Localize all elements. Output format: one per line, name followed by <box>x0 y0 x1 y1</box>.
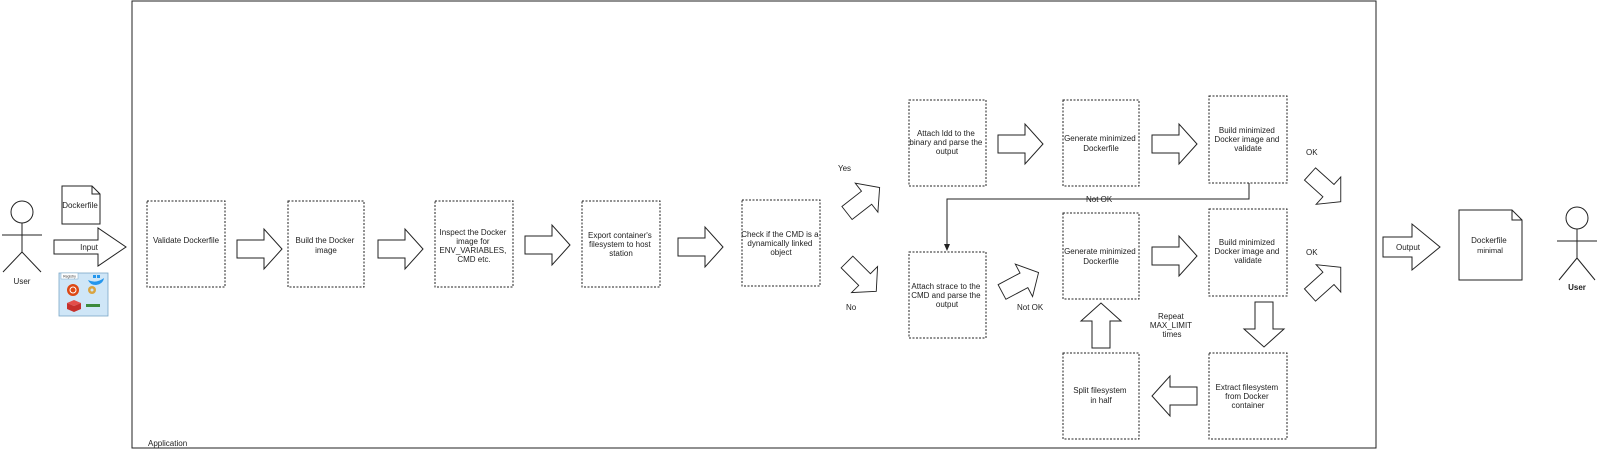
generate-dockerfile-mid-label: Generate minimized Dockerfile <box>1064 247 1138 266</box>
arrow-generate-to-build-top <box>1151 123 1198 165</box>
generate-dockerfile-top-label: Generate minimized Dockerfile <box>1064 134 1138 153</box>
step-build-validate-top <box>1208 95 1288 184</box>
step-build-validate-mid <box>1208 208 1288 297</box>
application-label: Application <box>148 439 187 448</box>
yes-label: Yes <box>838 164 851 173</box>
ubuntu-icon <box>67 284 79 296</box>
build-docker-image-label: Build the Docker image <box>296 236 357 255</box>
build-validate-top-label: Build minimized Docker image and validat… <box>1214 126 1281 153</box>
step-export-filesystem <box>581 200 661 288</box>
not-ok-connector <box>944 183 1250 251</box>
arrow-export-to-check <box>677 226 724 268</box>
arrow-yes-branch <box>835 172 892 228</box>
arrow-strace-to-generate <box>992 255 1048 309</box>
arrow-build-to-extract <box>1243 301 1285 348</box>
dockerfile-minimal-label: Dockerfile minimal <box>1471 236 1509 255</box>
step-generate-dockerfile-mid <box>1062 212 1140 300</box>
validate-dockerfile-label: Validate Dockerfile <box>153 236 220 245</box>
output-arrow <box>1382 222 1441 272</box>
no-label: No <box>846 303 857 312</box>
arrow-ok-bottom <box>1297 253 1354 310</box>
gear-icon <box>88 286 96 294</box>
input-arrow <box>53 227 127 267</box>
output-arrow-label: Output <box>1396 243 1421 252</box>
user-label-right: User <box>1568 283 1586 292</box>
export-filesystem-label: Export container's filesystem to host st… <box>588 231 654 258</box>
step-check-dynamic-link <box>741 199 821 287</box>
attach-strace-label: Attach strace to the CMD and parse the o… <box>911 282 983 309</box>
user-actor-left <box>2 200 42 273</box>
step-build-docker-image <box>287 200 365 288</box>
step-validate-dockerfile <box>146 200 226 288</box>
ok-top-label: OK <box>1306 148 1318 157</box>
inspect-docker-image-label: Inspect the Docker image for ENV_VARIABL… <box>439 228 508 264</box>
dockerfile-input-doc <box>61 185 101 225</box>
arrow-inspect-to-export <box>524 224 571 266</box>
arrow-validate-to-build <box>236 228 283 270</box>
image-registry-panel: Registry <box>58 272 109 317</box>
arrow-split-to-generate <box>1080 302 1122 349</box>
dockerfile-minimal-doc <box>1458 209 1523 281</box>
arrow-ldd-to-generate <box>997 123 1044 165</box>
docker-whale-icon <box>88 275 104 285</box>
step-inspect-docker-image <box>434 200 514 288</box>
build-validate-mid-label: Build minimized Docker image and validat… <box>1214 238 1281 265</box>
arrow-ok-top <box>1297 159 1354 216</box>
step-attach-ldd <box>908 99 987 187</box>
extract-filesystem-label: Extract filesystem from Docker container <box>1216 383 1281 410</box>
arrow-build-to-inspect <box>377 228 424 270</box>
user-actor-right <box>1557 206 1597 281</box>
step-split-filesystem <box>1062 352 1140 440</box>
input-arrow-label: Input <box>80 243 99 252</box>
step-attach-strace <box>908 251 987 339</box>
arrow-no-branch <box>833 248 890 305</box>
not-ok-bottom-label: Not OK <box>1017 303 1044 312</box>
not-ok-top-label: Not OK <box>1086 195 1113 204</box>
ok-bottom-label: OK <box>1306 248 1318 257</box>
repeat-limit-label: Repeat MAX_LIMIT times <box>1150 312 1194 339</box>
application-container <box>131 0 1377 449</box>
step-extract-filesystem <box>1208 352 1288 440</box>
attach-ldd-label: Attach ldd to the binary and parse the o… <box>909 129 984 156</box>
dockerfile-input-label: Dockerfile <box>62 201 98 210</box>
split-filesystem-label: Split filesystem in half <box>1073 386 1129 405</box>
check-dynamic-link-label: Check if the CMD is a dynamically linked… <box>741 230 821 257</box>
step-generate-dockerfile-top <box>1062 99 1140 187</box>
user-label-left: User <box>14 277 31 286</box>
arrow-extract-to-split <box>1151 375 1198 417</box>
redis-icon <box>67 300 81 312</box>
redis-wordmark-icon <box>86 304 100 307</box>
registry-caption: Registry <box>63 275 76 279</box>
arrow-generate-to-build-mid <box>1151 235 1198 277</box>
